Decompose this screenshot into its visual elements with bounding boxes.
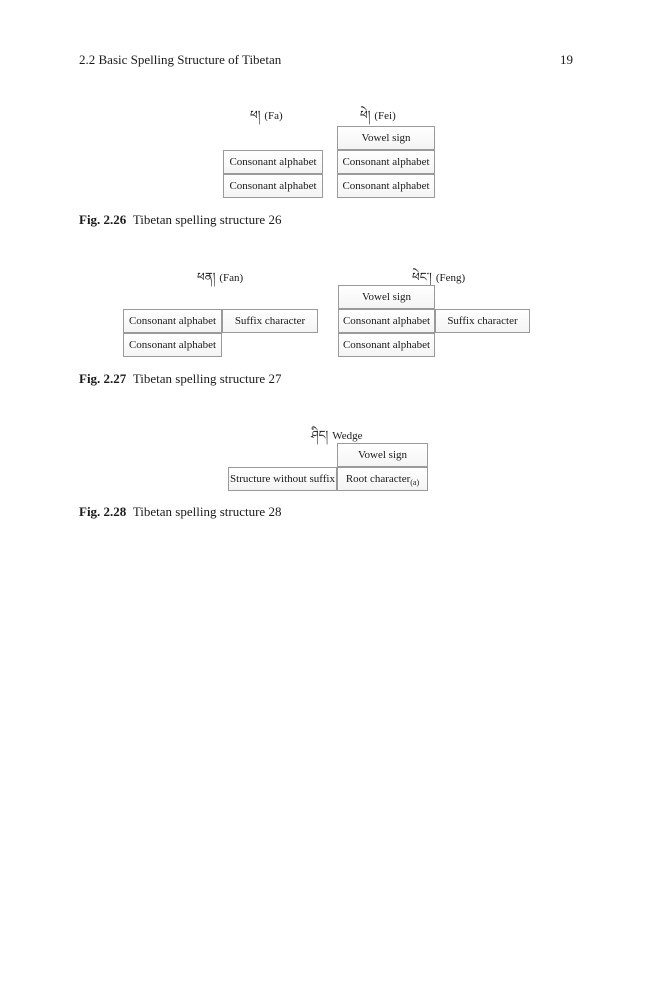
figure-caption-text: Tibetan spelling structure 27 [132,371,282,386]
page-number: 19 [560,52,573,67]
box-consonant-alphabet: Consonant alphabet [337,174,435,198]
word-fan: ཕན།(Fan) [197,264,243,298]
figure-caption: Fig. 2.26 Tibetan spelling structure 26 [79,212,281,228]
figure-caption-text: Tibetan spelling structure 28 [132,504,282,519]
box-vowel-sign: Vowel sign [337,126,435,150]
tibetan-glyph: ཕེང་། [412,270,432,284]
box-consonant-alphabet: Consonant alphabet [337,150,435,174]
figure-number: Fig. 2.28 [79,504,127,519]
box-consonant-alphabet: Consonant alphabet [123,333,222,357]
running-header-section: 2.2 Basic Spelling Structure of Tibetan [79,52,282,67]
figure-number: Fig. 2.27 [79,371,127,386]
figure-caption-text: Tibetan spelling structure 26 [132,212,282,227]
word-romanization: (Feng) [435,272,466,284]
box-consonant-alphabet: Consonant alphabet [338,309,435,333]
figure-caption: Fig. 2.27 Tibetan spelling structure 27 [79,371,281,387]
box-consonant-alphabet: Consonant alphabet [338,333,435,357]
box-structure-without-suffix: Structure without suffix [228,467,337,491]
box-vowel-sign: Vowel sign [338,285,435,309]
root-character-subscript: (a) [410,478,420,488]
figure-caption: Fig. 2.28 Tibetan spelling structure 28 [79,504,281,520]
box-root-character: Root character(a) [337,467,428,491]
root-character-label: Root character [345,473,411,485]
box-suffix-character: Suffix character [435,309,530,333]
word-romanization: (Fei) [374,110,396,122]
word-romanization: (Fan) [219,272,244,284]
tibetan-glyph: ཕ། [250,108,261,122]
word-fei: ཕེ།(Fei) [360,102,396,136]
figure-number: Fig. 2.26 [79,212,127,227]
word-feng: ཕེང་།(Feng) [412,264,465,298]
box-suffix-character: Suffix character [222,309,318,333]
tibetan-glyph: ཤིང། [311,428,329,442]
word-romanization: (Fa) [264,110,283,122]
word-fa: ཕ།(Fa) [250,102,283,136]
box-consonant-alphabet: Consonant alphabet [123,309,222,333]
tibetan-glyph: ཕན། [197,270,216,284]
box-consonant-alphabet: Consonant alphabet [223,150,323,174]
box-consonant-alphabet: Consonant alphabet [223,174,323,198]
word-wedge: ཤིང།Wedge [311,422,362,456]
tibetan-glyph: ཕེ། [360,108,371,122]
word-romanization: Wedge [332,430,363,442]
box-vowel-sign: Vowel sign [337,443,428,467]
